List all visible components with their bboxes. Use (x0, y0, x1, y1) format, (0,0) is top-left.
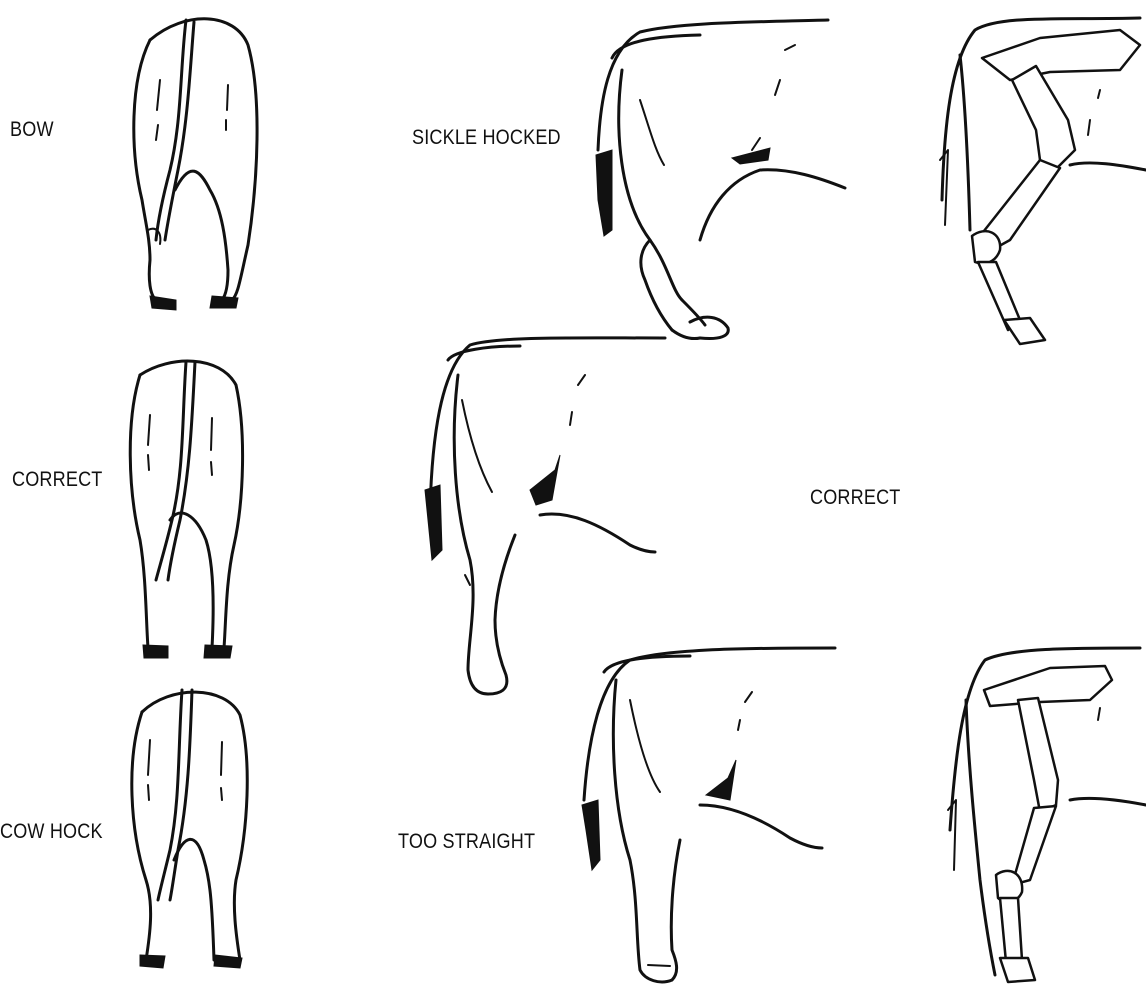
side-view-correct (425, 338, 665, 694)
rear-view-correct (130, 361, 242, 658)
rear-view-cow-hock (132, 690, 247, 968)
side-view-sickle-hocked (596, 20, 845, 339)
rear-view-bow (134, 19, 257, 310)
skeleton-view-sickle-hocked (940, 18, 1146, 344)
side-view-too-straight (582, 648, 835, 982)
skeleton-view-too-straight (948, 648, 1146, 982)
